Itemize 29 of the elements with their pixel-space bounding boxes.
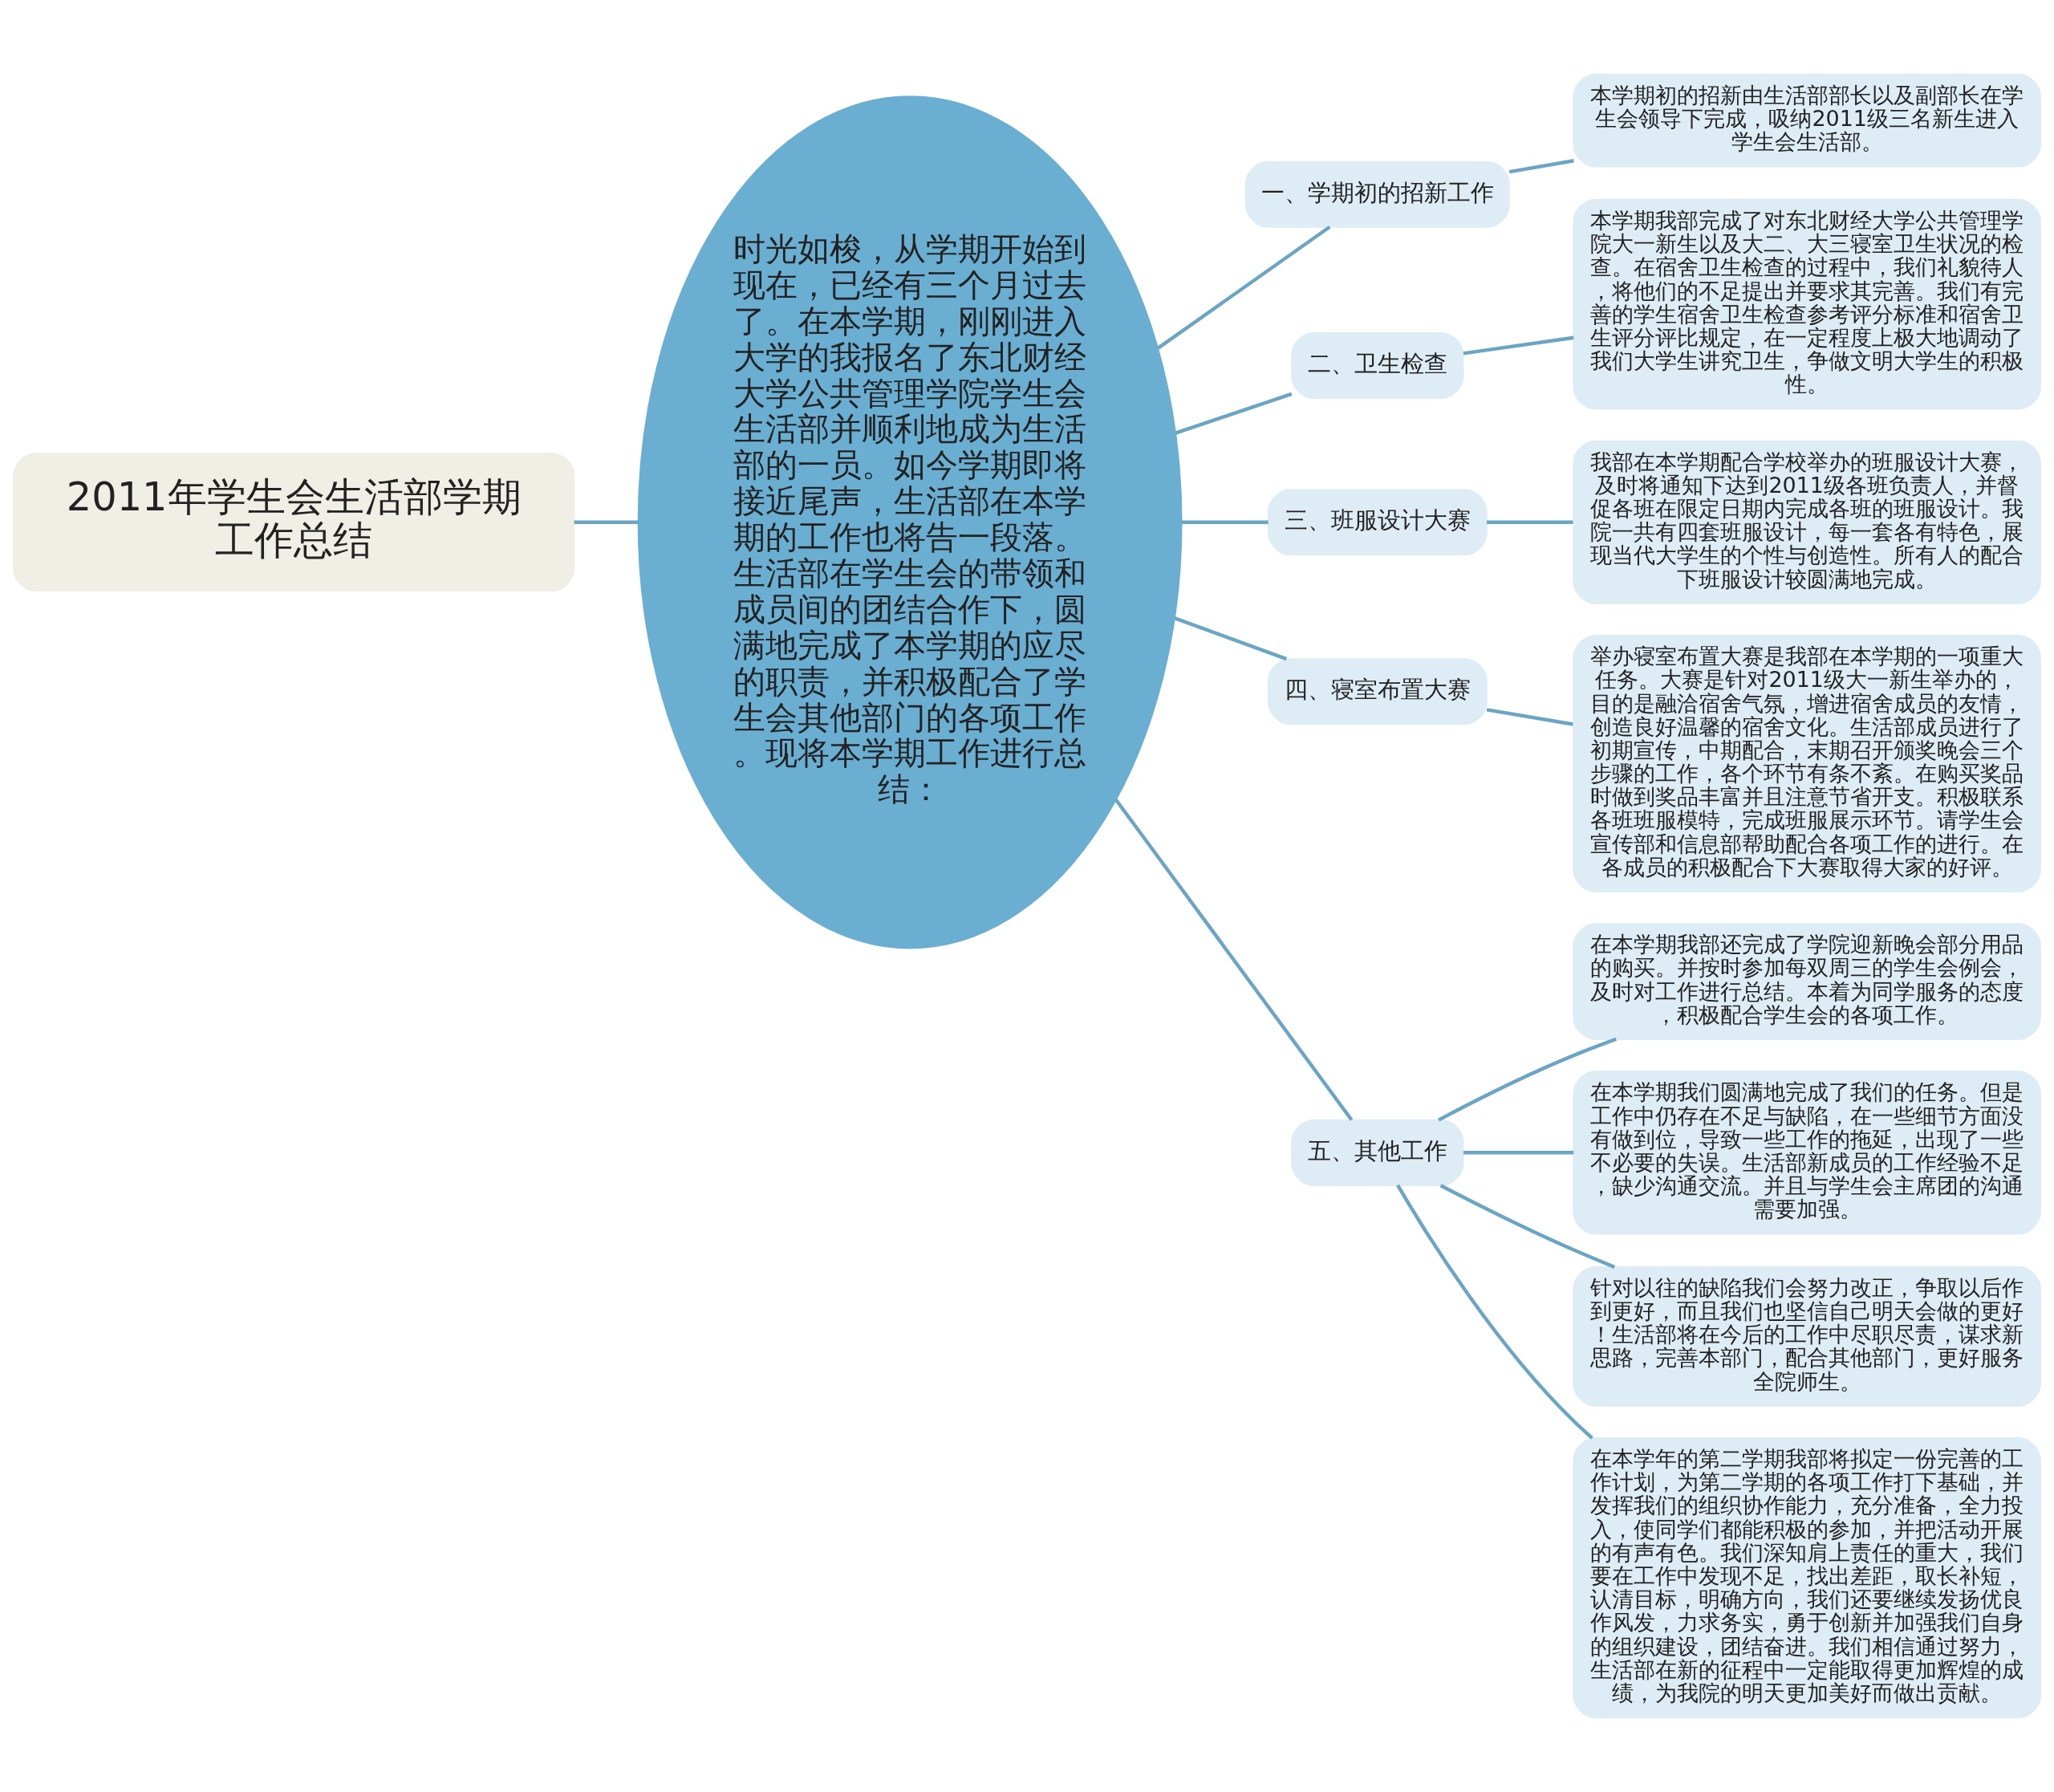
connector — [574, 520, 639, 524]
node-box: 本学期初的招新由生活部部长以及副部长在学生会领导下完成，吸纳2011级三名新生进入学生会生活部。 — [1573, 73, 2041, 168]
node-box: 2011年学生会生活部学期工作总结 — [13, 453, 575, 592]
connector — [1508, 159, 1574, 174]
node-box: 二、卫生检查 — [1291, 331, 1464, 399]
node-box: 一、学期初的招新工作 — [1244, 161, 1510, 228]
connector — [1463, 335, 1574, 356]
node-box: 在本学年的第二学期我部将拟定一份完善的工作计划，为第二学期的各项工作打下基础，并发挥我们的组织协作能力，充分准备，全力投入，使同学们都能积极的参加，并把活动开展的有声有色。我们深知肩上责任的重大，我们要在工作中发现不足，找出差距，取长补短，认清目标，明确方向，我们还要继续发扬优良作风发，力求务实，勇于创新并加强我们自身的组织建设，团结奋进。我们相信通过努力，生活部在新的征程中一定能取得更加辉煌的成绩，为我院的明天更加美好而做出贡献。 — [1573, 1437, 2041, 1719]
connector — [1439, 1184, 1616, 1269]
node-box: 五、其他工作 — [1291, 1119, 1464, 1186]
node-box: 在本学期我们圆满地完成了我们的任务。但是工作中仍存在不足与缺陷，在一些细节方面没有做到位，导致一些工作的拖延，出现了一些不必要的失误。生活部新成员的工作经验不足，缺少沟通交流。并且与学生会主席团的沟通需要加强。 — [1573, 1071, 2041, 1235]
connector — [1463, 1151, 1574, 1155]
connector — [1396, 1184, 1593, 1440]
connector — [1486, 708, 1573, 726]
node-box: 在本学期我部还完成了学院迎新晚会部分用品的购买。并按时参加每双周三的学生会例会，及时对工作进行总结。本着为同学服务的态度，积极配合学生会的各项工作。 — [1573, 923, 2041, 1041]
connector — [1174, 616, 1288, 661]
node-box: 四、寝室布置大赛 — [1267, 658, 1488, 725]
connector — [1181, 520, 1269, 524]
connector — [1438, 1037, 1618, 1122]
node-box: 我部在本学期配合学校举办的班服设计大赛，及时将通知下达到2011级各班负责人，并督促各班在限定日期内完成各班的班服设计。我院一共有四套班服设计，每一套各有特色，展现当代大学生的个性与创造性。所有人的配合下班服设计较圆满地完成。 — [1573, 440, 2041, 604]
connector — [1175, 392, 1293, 435]
node-box: 针对以往的缺陷我们会努力改正，争取以后作到更好，而且我们也坚信自己明天会做的更好！生活部将在今后的工作中尽职尽责，谋求新思路，完善本部门，配合其他部门，更好服务全院师生。 — [1573, 1266, 2041, 1407]
node-ellipse: 时光如梭，从学期开始到现在，已经有三个月过去了。在本学期，刚刚进入大学的我报名了东北财经大学公共管理学院学生会生活部并顺利地成为生活部的一员。如今学期即将接近尾声，生活部在本学期的工作也将告一段落。生活部在学生会的带领和成员间的团结合作下，圆满地完成了本学期的应尽的职责，并积极配合了学生会其他部门的各项工作。现将本学期工作进行总结： — [637, 95, 1183, 949]
connector — [1114, 798, 1354, 1121]
node-box: 本学期我部完成了对东北财经大学公共管理学院大一新生以及大二、大三寝室卫生状况的检查。在宿舍卫生检查的过程中，我们礼貌待人，将他们的不足提出并要求其完善。我们有完善的学生宿舍卫生检查参考评分标准和宿舍卫生评分评比规定，在一定程度上极大地调动了我们大学生讲究卫生，争做文明大学生的积极性。 — [1573, 198, 2041, 410]
connector — [1156, 225, 1331, 350]
node-box: 三、班服设计大赛 — [1267, 489, 1488, 556]
connector — [1487, 520, 1573, 524]
node-box: 举办寝室布置大赛是我部在本学期的一项重大任务。大赛是针对2011级大一新生举办的，目的是融洽宿舍气氛，增进宿舍成员的友情，创造良好温馨的宿舍文化。生活部成员进行了初期宣传，中期配合，末期召开颁奖晚会三个步骤的工作，各个环节有条不紊。在购买奖品时做到奖品丰富并且注意节省开支。积极联系各班班服模特，完成班服展示环节。请学生会宣传部和信息部帮助配合各项工作的进行。在各成员的积极配合下大赛取得大家的好评。 — [1573, 635, 2041, 892]
